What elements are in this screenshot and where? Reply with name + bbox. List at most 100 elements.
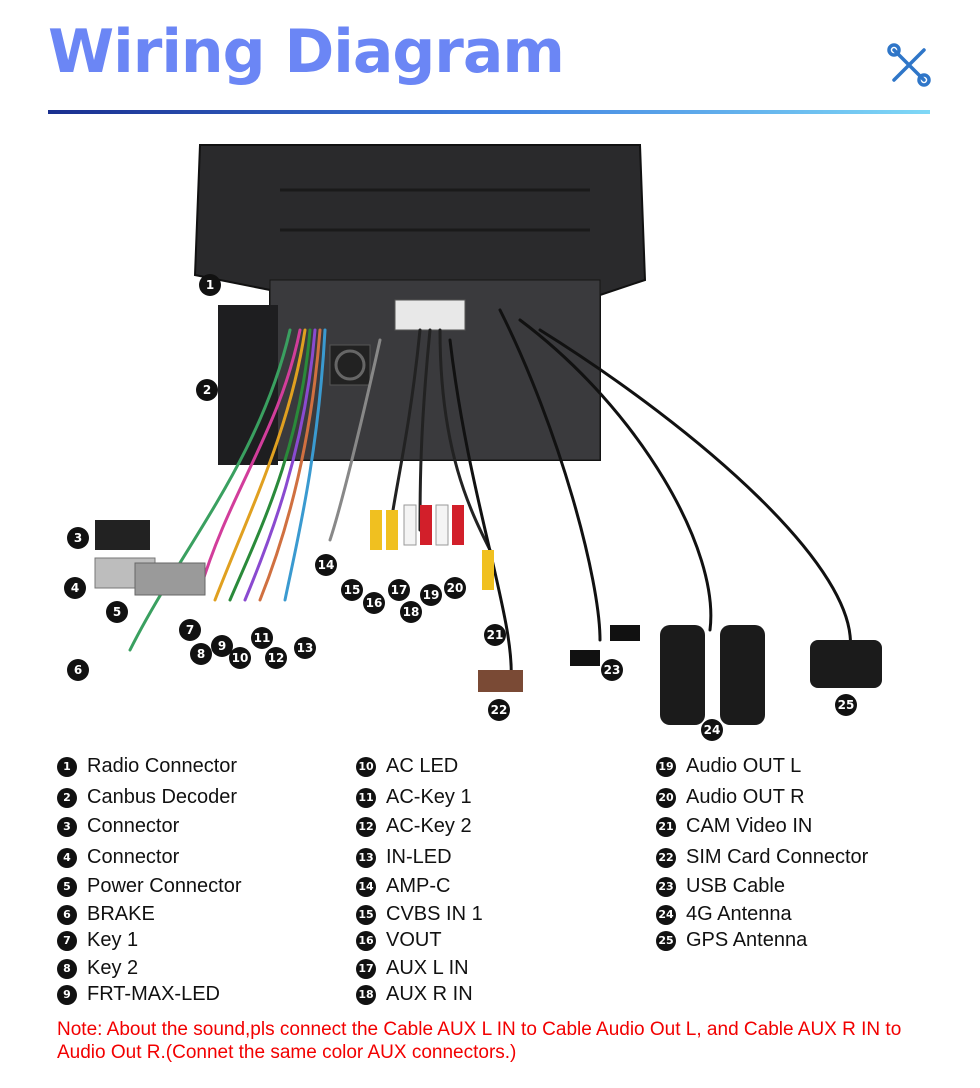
tools-icon <box>887 43 931 87</box>
callout-21: 21 <box>484 624 506 646</box>
legend-label: AC LED <box>386 755 459 777</box>
callout-7: 7 <box>179 619 201 641</box>
callout-4: 4 <box>64 577 86 599</box>
legend-item-4: 4 Connector <box>57 846 179 869</box>
legend-label: Connector <box>87 846 180 868</box>
legend-label: BRAKE <box>87 903 155 925</box>
callout-19: 19 <box>420 584 442 606</box>
svg-text:21: 21 <box>487 628 504 642</box>
legend-item-24: 24 4G Antenna <box>656 903 792 926</box>
legend-number: 7 <box>57 930 77 951</box>
callout-1: 1 <box>199 274 221 296</box>
callout-5: 5 <box>106 601 128 623</box>
page-title: Wiring Diagram <box>48 17 565 87</box>
legend-number: 3 <box>57 816 77 837</box>
svg-text:23: 23 <box>604 663 621 677</box>
legend-number: 4 <box>57 847 77 868</box>
legend-label: AUX L IN <box>386 957 469 979</box>
svg-text:16: 16 <box>366 596 383 610</box>
legend-label: SIM Card Connector <box>686 846 869 868</box>
legend-label: CAM Video IN <box>686 815 813 837</box>
legend-number: 1 <box>57 756 77 777</box>
legend-item-19: 19 Audio OUT L <box>656 755 801 778</box>
callout-24: 24 <box>701 719 723 741</box>
callout-6: 6 <box>67 659 89 681</box>
legend-label: VOUT <box>386 929 442 951</box>
legend-number: 8 <box>57 958 77 979</box>
legend-number: 15 <box>356 904 376 925</box>
legend-number: 24 <box>656 904 676 925</box>
legend-number: 5 <box>57 876 77 897</box>
legend-number: 9 <box>57 984 77 1005</box>
legend-number: 2 <box>57 787 77 808</box>
legend-label: AC-Key 2 <box>386 815 472 837</box>
rca-plugs <box>370 504 494 590</box>
callout-25: 25 <box>835 694 857 716</box>
svg-text:1: 1 <box>206 278 214 292</box>
svg-text:22: 22 <box>491 703 508 717</box>
callout-8: 8 <box>190 643 212 665</box>
svg-text:13: 13 <box>297 641 314 655</box>
legend-label: Audio OUT L <box>686 755 802 777</box>
legend-number: 19 <box>656 756 676 777</box>
callout-15: 15 <box>341 579 363 601</box>
svg-text:18: 18 <box>403 605 420 619</box>
note: Note: About the sound,pls connect the Ca… <box>57 1019 902 1063</box>
legend-label: AC-Key 1 <box>386 786 472 808</box>
callout-9: 9 <box>211 635 233 657</box>
legend-item-1: 1 Radio Connector <box>57 755 237 778</box>
wiring-harness <box>128 308 852 692</box>
callout-13: 13 <box>294 637 316 659</box>
legend-item-9: 9 FRT-MAX-LED <box>57 983 220 1006</box>
svg-text:5: 5 <box>113 605 121 619</box>
legend-number: 13 <box>356 847 376 868</box>
title-rule <box>48 110 930 114</box>
connectors <box>94 520 640 692</box>
legend-label: Power Connector <box>87 875 242 897</box>
legend-label: FRT-MAX-LED <box>87 983 220 1005</box>
callout-18: 18 <box>400 601 422 623</box>
legend-label: Radio Connector <box>87 755 238 777</box>
legend-number: 22 <box>656 847 676 868</box>
svg-text:24: 24 <box>704 723 721 737</box>
legend-item-11: 11 AC-Key 1 <box>356 786 472 809</box>
callout-11: 11 <box>251 627 273 649</box>
callout-16: 16 <box>363 592 385 614</box>
svg-text:3: 3 <box>74 531 82 545</box>
legend-number: 20 <box>656 787 676 808</box>
legend-number: 25 <box>656 930 676 951</box>
svg-text:15: 15 <box>344 583 361 597</box>
svg-text:12: 12 <box>268 651 285 665</box>
svg-text:8: 8 <box>197 647 205 661</box>
legend-label: Audio OUT R <box>686 786 805 808</box>
svg-text:14: 14 <box>318 558 335 572</box>
svg-text:25: 25 <box>838 698 855 712</box>
svg-text:4: 4 <box>71 581 79 595</box>
legend-item-22: 22 SIM Card Connector <box>656 846 868 869</box>
callout-17: 17 <box>388 579 410 601</box>
legend-label: CVBS IN 1 <box>386 903 483 925</box>
legend-number: 11 <box>356 787 376 808</box>
legend-number: 23 <box>656 876 676 897</box>
svg-text:11: 11 <box>254 631 271 645</box>
svg-text:17: 17 <box>391 583 408 597</box>
legend-item-5: 5 Power Connector <box>57 875 242 898</box>
legend-label: 4G Antenna <box>686 903 792 925</box>
callout-10: 10 <box>229 647 251 669</box>
legend-label: AMP-C <box>386 875 451 897</box>
legend-label: AUX R IN <box>386 983 473 1005</box>
